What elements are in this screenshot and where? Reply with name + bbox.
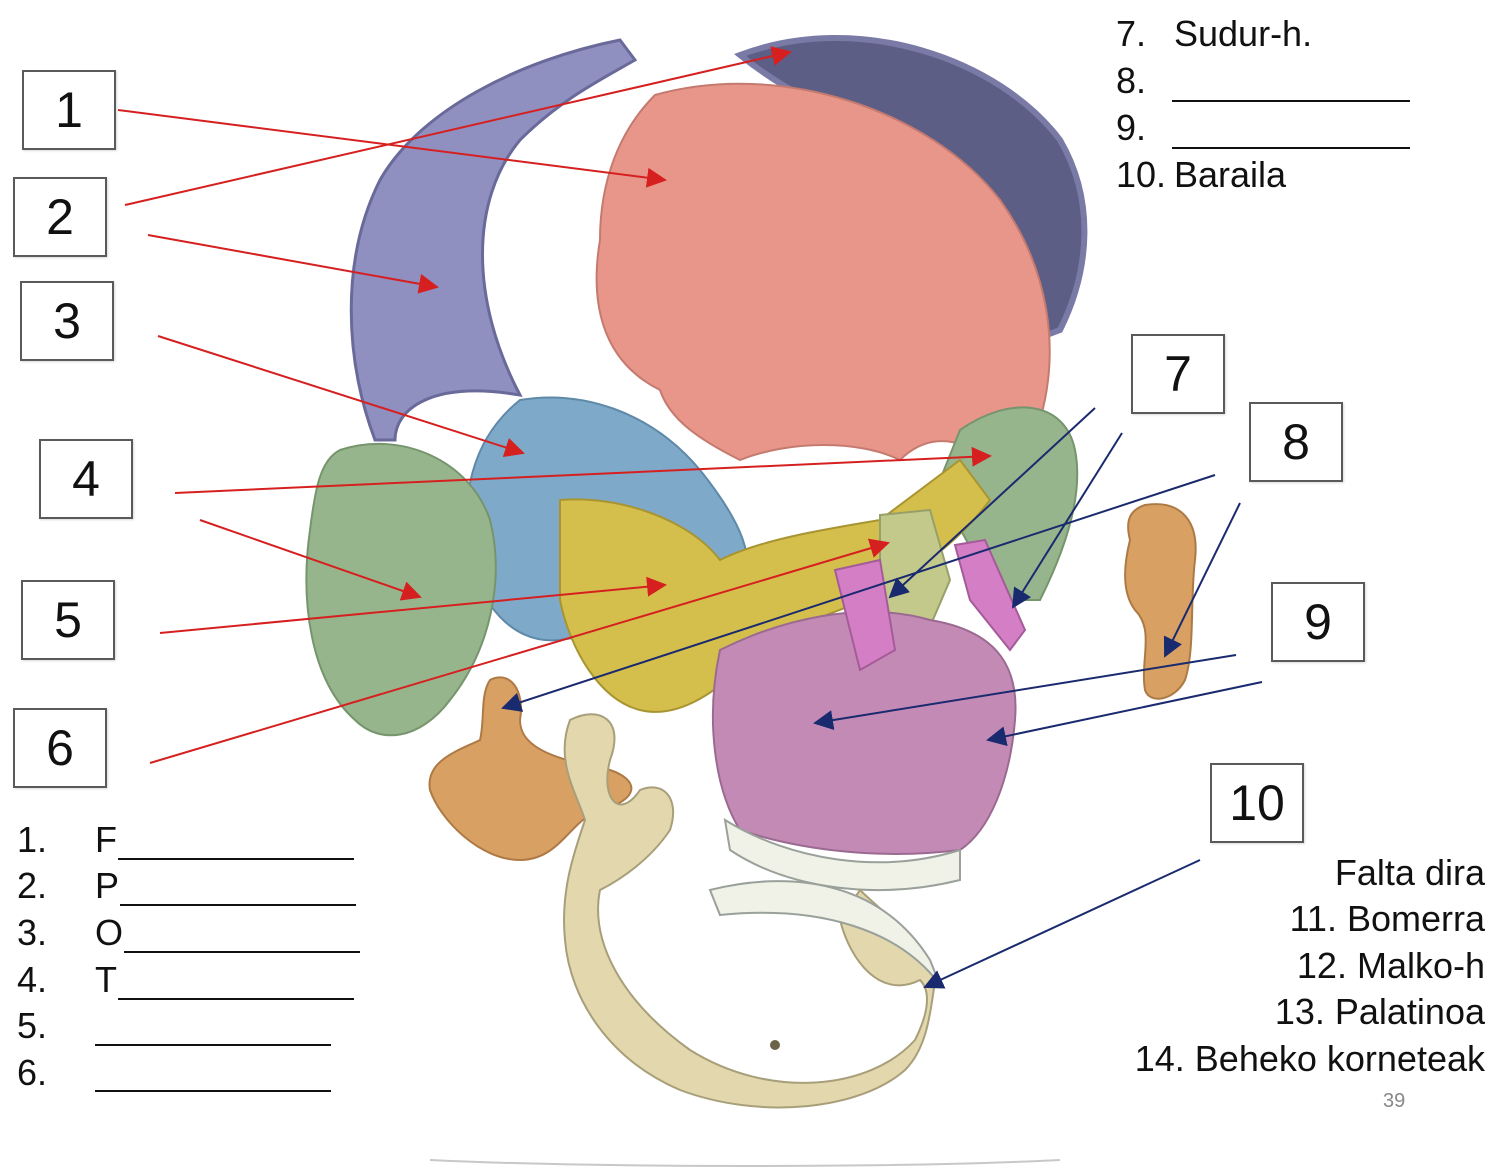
label-box-1: 1 bbox=[22, 70, 116, 150]
mandible-bone bbox=[563, 713, 937, 1109]
answer-blank-4[interactable] bbox=[118, 998, 354, 1000]
label-box-3: 3 bbox=[20, 281, 114, 361]
label-box-5: 5 bbox=[21, 580, 115, 660]
label-box-8: 8 bbox=[1249, 402, 1343, 482]
upper-teeth bbox=[723, 817, 961, 891]
missing-item-12: 12. Malko-h bbox=[1296, 945, 1485, 986]
legend-number: 2. bbox=[17, 865, 48, 906]
arrow-label-9a bbox=[813, 654, 1237, 731]
arrow-label-7a bbox=[888, 407, 1096, 599]
label-box-6: 6 bbox=[13, 708, 107, 788]
frontal-bone bbox=[595, 82, 1051, 462]
legend-text: Sudur-h. bbox=[1174, 13, 1313, 54]
answer-blank-1[interactable] bbox=[118, 858, 354, 860]
legend-item-3: 3. O bbox=[17, 913, 367, 953]
legend-text: F bbox=[95, 819, 117, 860]
legend-text: Baraila bbox=[1174, 154, 1287, 195]
page-number: 39 bbox=[1383, 1090, 1406, 1112]
mental-foramen bbox=[770, 1040, 780, 1050]
legend-item-1: 1. F bbox=[17, 820, 367, 860]
arrow-label-2a bbox=[124, 46, 792, 206]
answer-blank-5[interactable] bbox=[95, 1044, 331, 1046]
legend-number: 5. bbox=[17, 1005, 48, 1046]
nasal-bone-left bbox=[833, 558, 897, 672]
legend-item-5: 5. bbox=[17, 1006, 367, 1046]
arrow-label-3 bbox=[157, 335, 525, 458]
arrow-label-4b bbox=[199, 519, 422, 601]
arrow-label-9b bbox=[986, 681, 1263, 747]
legend-item-9: 9. bbox=[1116, 108, 1416, 148]
arrow-label-10 bbox=[923, 859, 1201, 989]
legend-item-6: 6. bbox=[17, 1053, 367, 1093]
legend-text: P bbox=[95, 865, 120, 906]
legend-item-7: 7. Sudur-h. bbox=[1116, 14, 1416, 54]
legend-text: O bbox=[95, 912, 124, 953]
legend-item-10: 10. Baraila bbox=[1116, 155, 1416, 195]
arrow-label-1 bbox=[117, 109, 667, 188]
legend-number: 1. bbox=[17, 819, 48, 860]
legend-item-2: 2. P bbox=[17, 866, 367, 906]
arrow-label-4a bbox=[174, 446, 992, 494]
arrow-label-7b bbox=[1011, 432, 1123, 609]
label-box-2: 2 bbox=[13, 177, 107, 257]
answer-blank-6[interactable] bbox=[95, 1090, 331, 1092]
parietal-bone bbox=[349, 38, 638, 442]
answer-blank-3[interactable] bbox=[124, 951, 360, 953]
legend-number: 10. bbox=[1116, 154, 1167, 195]
label-box-4: 4 bbox=[39, 439, 133, 519]
legend-item-8: 8. bbox=[1116, 61, 1416, 101]
arrow-label-6 bbox=[149, 538, 890, 764]
label-box-10: 10 bbox=[1210, 763, 1304, 843]
answer-blank-8[interactable] bbox=[1172, 100, 1410, 102]
legend-number: 9. bbox=[1116, 107, 1147, 148]
label-box-7: 7 bbox=[1131, 334, 1225, 414]
zygomatic-bone-right bbox=[1124, 503, 1197, 700]
zygomatic-bone-left bbox=[428, 676, 633, 862]
label-box-9: 9 bbox=[1271, 582, 1365, 662]
legend-number: 8. bbox=[1116, 60, 1147, 101]
arrow-label-8a bbox=[501, 474, 1216, 712]
answer-blank-9[interactable] bbox=[1172, 147, 1410, 149]
legend-item-4: 4. T bbox=[17, 960, 367, 1000]
legend-text: T bbox=[95, 959, 117, 1000]
missing-item-11: 11. Bomerra bbox=[1289, 898, 1485, 939]
arrow-label-8b bbox=[1163, 502, 1241, 658]
missing-item-13: 13. Palatinoa bbox=[1274, 991, 1485, 1032]
legend-number: 7. bbox=[1116, 13, 1147, 54]
nasal-bone-right bbox=[953, 538, 1027, 652]
legend-number: 6. bbox=[17, 1052, 48, 1093]
missing-item-14: 14. Beheko korneteak bbox=[1134, 1038, 1485, 1079]
legend-number: 4. bbox=[17, 959, 48, 1000]
maxilla-bone bbox=[712, 610, 1017, 855]
arrow-label-2b bbox=[147, 234, 439, 294]
legend-number: 3. bbox=[17, 912, 48, 953]
arrow-label-5 bbox=[159, 576, 667, 634]
slide-bottom-edge bbox=[429, 1159, 1061, 1167]
answer-blank-2[interactable] bbox=[120, 904, 356, 906]
missing-header: Falta dira bbox=[1334, 852, 1485, 893]
